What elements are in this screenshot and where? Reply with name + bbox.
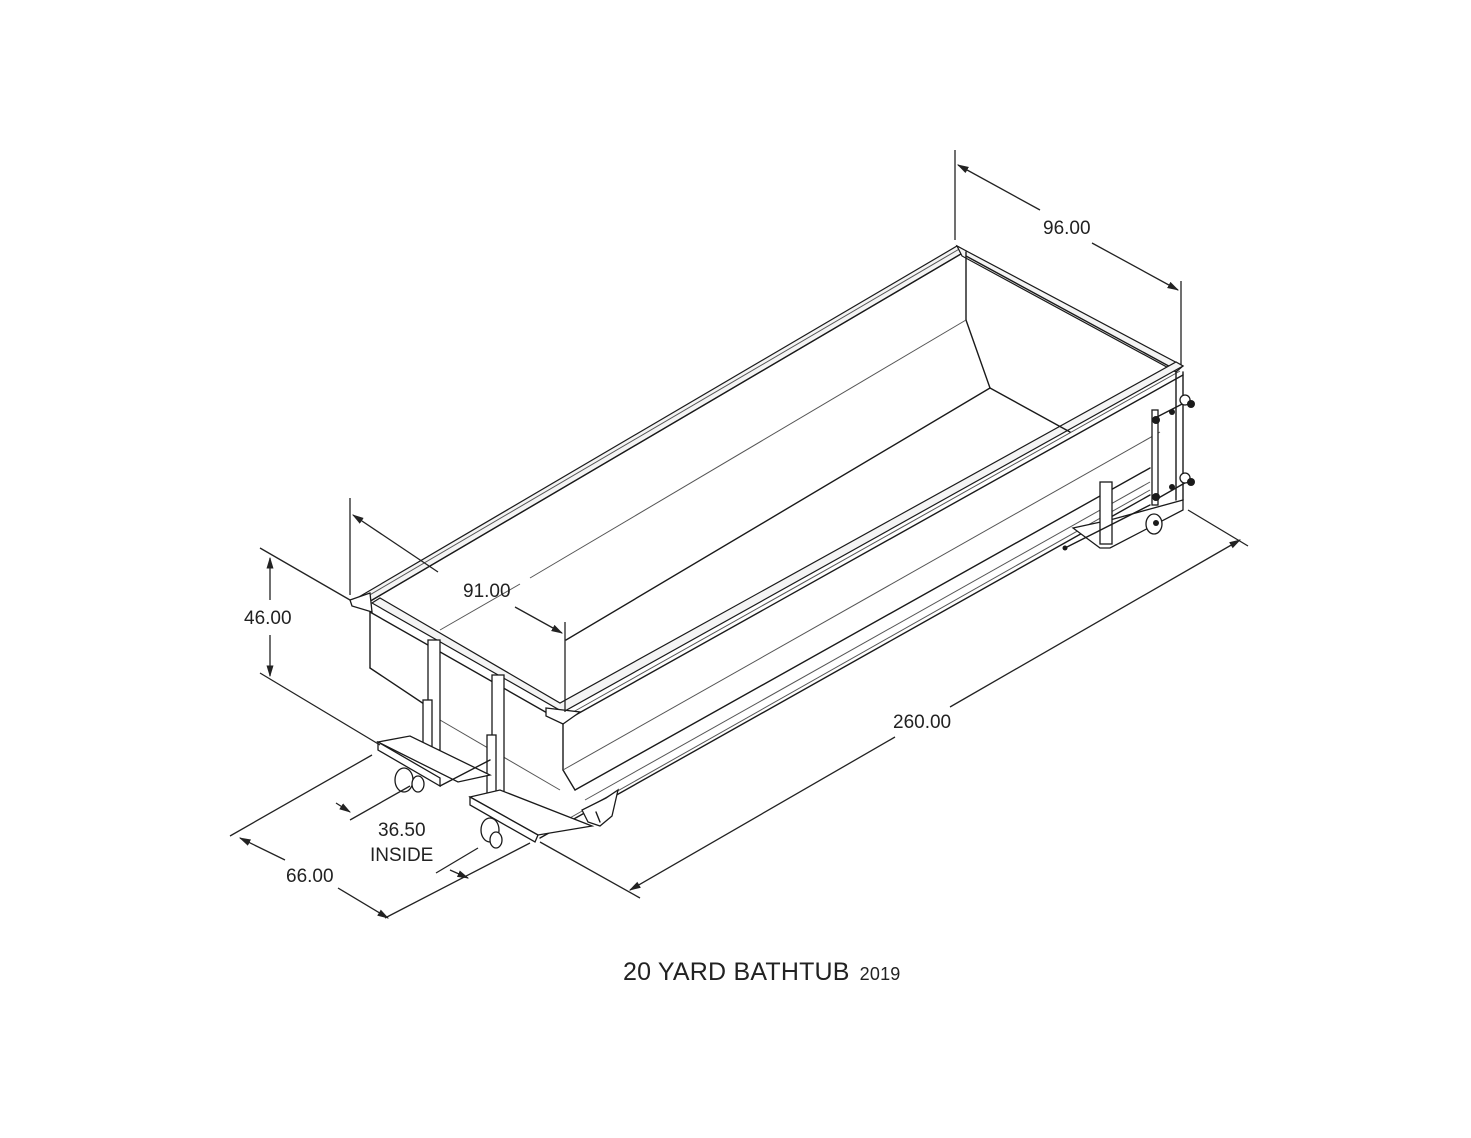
- drawing-title-text: 20 YARD BATHTUB: [623, 958, 850, 986]
- dimension-label-36-50: 36.50: [378, 820, 426, 841]
- caster-wheel: [480, 817, 503, 849]
- dimension-label-inside: INSIDE: [370, 845, 433, 866]
- caster-wheel: [394, 767, 425, 793]
- dimension-66: [229, 754, 531, 919]
- dimension-36-50: [335, 785, 479, 879]
- drawing-title: 20 YARD BATHTUB 2019: [623, 958, 901, 987]
- dimension-46: [259, 547, 381, 746]
- dimension-label-66: 66.00: [286, 866, 334, 887]
- rear-door-latch: [1062, 394, 1195, 551]
- dimension-96: [954, 150, 1182, 365]
- caster-wheel: [581, 788, 620, 827]
- dimension-260: [539, 509, 1249, 899]
- front-legs-and-skids: [375, 639, 620, 849]
- dimension-label-260: 260.00: [893, 712, 951, 733]
- dimension-label-91: 91.00: [463, 581, 511, 602]
- dimension-label-46: 46.00: [244, 608, 292, 629]
- drawing-year: 2019: [859, 964, 901, 984]
- dimension-91: [349, 498, 566, 712]
- dimension-label-96: 96.00: [1043, 218, 1091, 239]
- container-body: [349, 244, 1185, 839]
